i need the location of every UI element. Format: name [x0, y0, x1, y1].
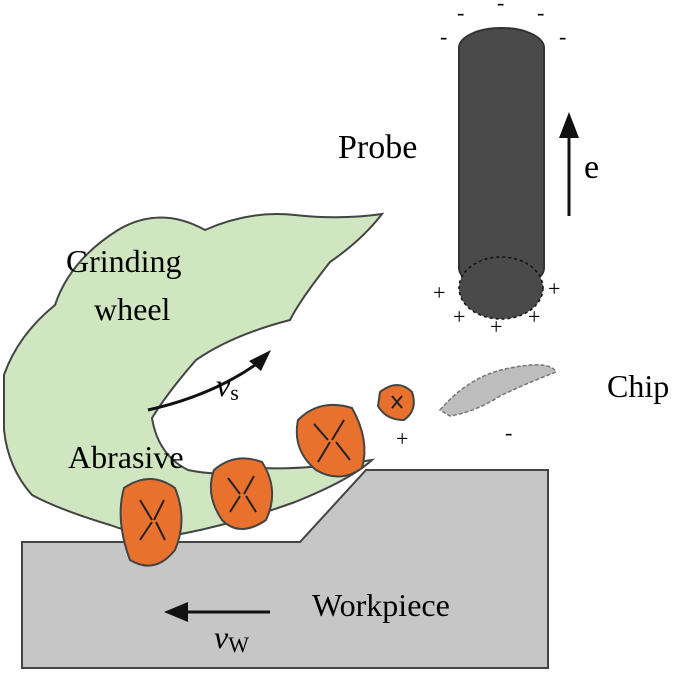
rotation-arrowhead [249, 350, 271, 371]
grinding-wheel-label-line2: wheel [94, 291, 171, 327]
charge-minus: - [440, 24, 447, 49]
vs-subscript: s [230, 380, 239, 405]
vw-label: vW [214, 619, 249, 657]
workpiece [21, 469, 549, 669]
abrasive-fragment [376, 384, 415, 422]
probe-label: Probe [338, 129, 417, 166]
vw-symbol: v [214, 619, 229, 655]
charge-plus: + [528, 304, 540, 329]
grinding-wheel [3, 212, 385, 537]
field-label: e [584, 149, 599, 186]
charge-minus: - [497, 0, 504, 15]
fragment-charge-plus: + [396, 426, 408, 451]
charge-plus: + [548, 276, 560, 301]
charge-minus: - [559, 24, 566, 49]
chip [438, 364, 558, 417]
probe [458, 27, 545, 320]
chip-label: Chip [607, 368, 669, 404]
workpiece-label: Workpiece [312, 587, 450, 623]
charge-plus: + [453, 304, 465, 329]
charge-plus: + [433, 280, 445, 305]
vw-subscript: W [228, 632, 249, 657]
charge-minus: - [457, 0, 464, 25]
vs-label: vs [216, 367, 239, 405]
feed-arrowhead [164, 602, 188, 622]
grinding-wheel-label-line1: Grinding [66, 243, 182, 279]
abrasive-label: Abrasive [68, 439, 184, 475]
charge-minus: - [537, 0, 544, 25]
chip-charge-minus: - [505, 420, 512, 445]
field-arrowhead [559, 112, 579, 138]
abrasive-grain-2 [209, 457, 273, 530]
charge-plus: + [490, 314, 502, 339]
vs-symbol: v [216, 367, 231, 403]
abrasive-grain-1 [119, 478, 183, 567]
abrasive-grain-3 [295, 404, 366, 478]
rotation-arrow [147, 358, 263, 412]
